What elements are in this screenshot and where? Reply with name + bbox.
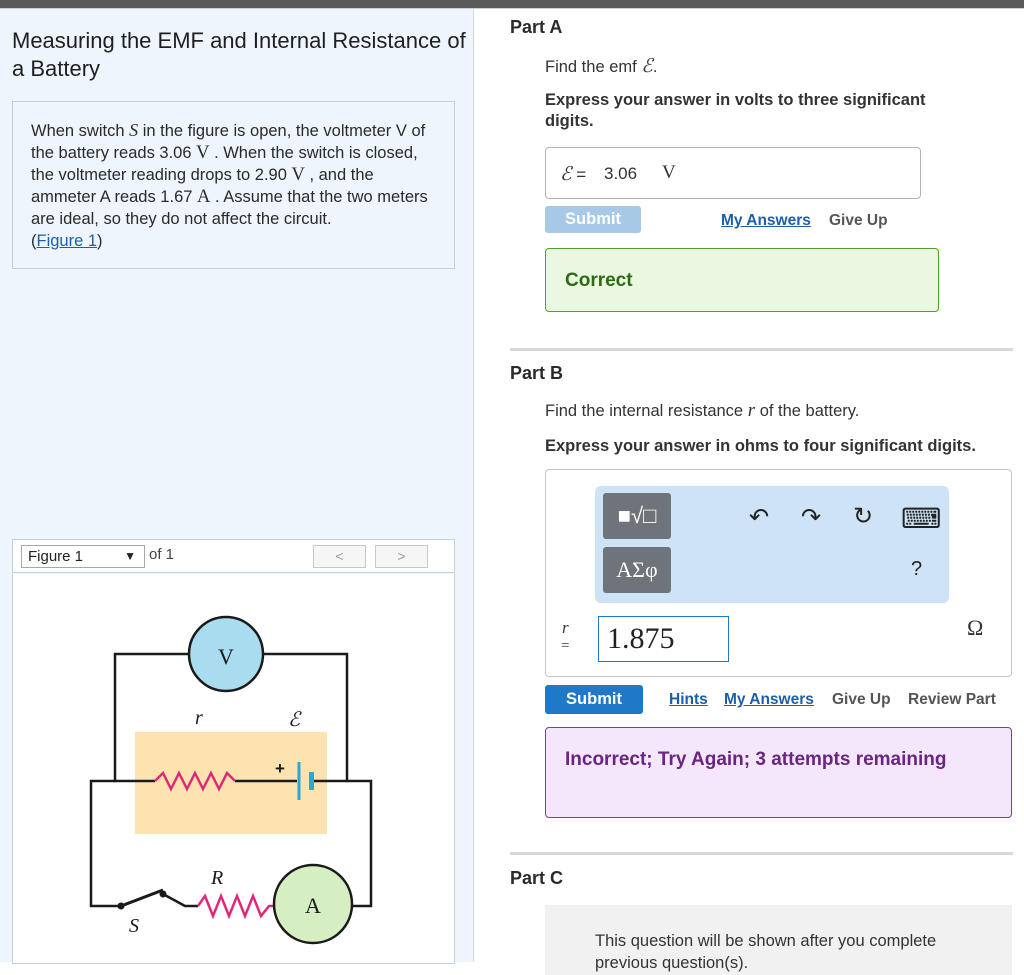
part-b-equals: = [561, 638, 570, 654]
template-icon[interactable]: ■√□ [603, 493, 671, 539]
problem-title: Measuring the EMF and Internal Resistanc… [12, 28, 466, 81]
part-a-answer-field: ℰ = 3.06 V [545, 147, 921, 199]
internal-resistance-label: r [195, 707, 203, 729]
external-resistance-label: R [210, 867, 223, 889]
part-c-locked-box: This question will be shown after you co… [545, 905, 1012, 975]
battery-short-plate [309, 772, 314, 790]
part-b-answer-input[interactable]: 1.875 [598, 616, 729, 662]
figure-count: of 1 [149, 546, 175, 563]
part-b-feedback: Incorrect; Try Again; 3 attempts remaini… [545, 727, 1012, 818]
part-a-answer-unit: V [662, 162, 676, 183]
greek-symbols-button[interactable]: ΑΣφ [603, 547, 671, 593]
part-b-give-up-link[interactable]: Give Up [832, 691, 891, 708]
figure-navigation: Figure 1 ▼ of 1 < > [12, 539, 455, 573]
part-b-submit-button[interactable]: Submit [545, 685, 643, 714]
part-b-title: Part B [510, 363, 564, 383]
top-bar [0, 0, 1024, 8]
ammeter-label: A [305, 893, 321, 918]
part-a-feedback: Correct [545, 248, 939, 312]
part-b-prompt: Find the internal resistance r of the ba… [545, 400, 860, 421]
ammeter-icon [272, 863, 354, 945]
previous-figure-button[interactable]: < [313, 545, 366, 568]
part-c-title: Part C [510, 868, 564, 888]
part-c-message: This question will be shown after you co… [595, 932, 937, 972]
problem-text: When switch S in the figure is open, the… [31, 120, 428, 250]
figure-link[interactable]: Figure 1 [36, 232, 98, 250]
switch-lever [120, 888, 164, 908]
part-a-title: Part A [510, 17, 563, 37]
switch-label: S [129, 915, 139, 937]
external-resistor [196, 892, 275, 920]
part-divider [510, 852, 1013, 855]
part-b-unit: Ω [967, 615, 984, 640]
figure-select-value: Figure 1 [28, 548, 84, 565]
circuit-diagram: V A r ℰ + R S [89, 615, 373, 945]
part-divider [510, 348, 1013, 351]
redo-icon[interactable]: ↷ [801, 504, 822, 531]
math-toolbar: ■√□ ΑΣφ ↶ ↷ ↻ ⌨ ? [595, 486, 949, 603]
part-b-my-answers-link[interactable]: My Answers [724, 691, 814, 708]
part-b-hints-link[interactable]: Hints [669, 691, 708, 708]
chevron-down-icon: ▼ [124, 549, 136, 563]
keyboard-icon[interactable]: ⌨ [901, 503, 942, 534]
part-b-instruction: Express your answer in ohms to four sign… [545, 437, 976, 455]
switch-symbol: S [129, 120, 139, 140]
part-a-give-up-link[interactable]: Give Up [829, 212, 888, 229]
battery-plus-label: + [275, 759, 285, 778]
internal-resistor [154, 770, 236, 792]
part-b-feedback-text: Incorrect; Try Again; 3 attempts remaini… [565, 749, 947, 770]
top-bar-divider [0, 8, 1024, 9]
problem-statement: When switch S in the figure is open, the… [12, 101, 455, 269]
part-b-answer-area: ■√□ ΑΣφ ↶ ↷ ↻ ⌨ ? r = 1.875 Ω [545, 469, 1012, 677]
undo-icon[interactable]: ↶ [749, 504, 770, 531]
figure-area: V A r ℰ + R S [12, 574, 455, 964]
questions-panel: Part A Find the emf ℰ. Express your answ… [475, 9, 1024, 975]
part-a-answer-label: ℰ = [560, 164, 587, 185]
emf-label: ℰ [288, 709, 302, 731]
part-b-review-part-link[interactable]: Review Part [908, 691, 996, 708]
voltmeter-icon [187, 615, 265, 693]
part-a-answer-value: 3.06 [604, 164, 638, 183]
voltmeter-label: V [218, 644, 234, 669]
part-a-prompt: Find the emf ℰ. [545, 56, 658, 77]
next-figure-button[interactable]: > [375, 545, 428, 568]
figure-select[interactable]: Figure 1 ▼ [21, 545, 145, 568]
part-a-submit-button[interactable]: Submit [545, 206, 641, 233]
help-icon[interactable]: ? [911, 558, 923, 580]
part-a-feedback-text: Correct [565, 270, 633, 291]
part-b-variable-label: r [562, 618, 569, 637]
reset-icon[interactable]: ↻ [853, 503, 874, 530]
part-a-my-answers-link[interactable]: My Answers [721, 212, 811, 229]
part-a-instruction: Express your answer in volts to three si… [545, 91, 926, 130]
